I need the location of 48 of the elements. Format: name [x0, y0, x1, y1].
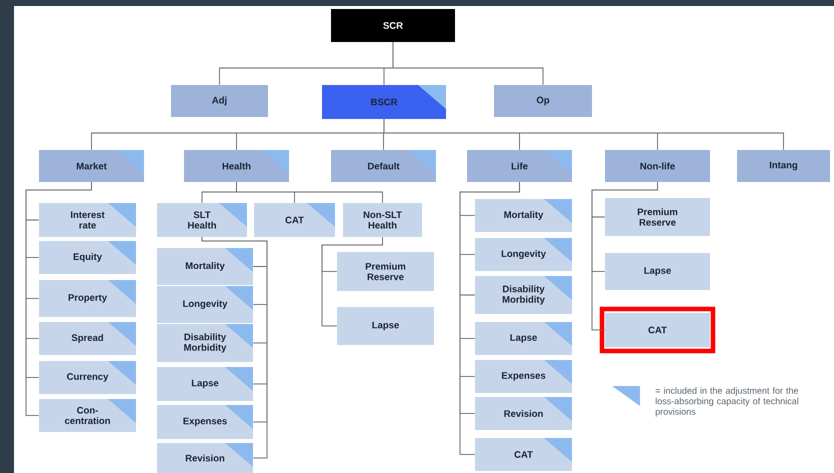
module-box: CAT [254, 202, 335, 237]
module-box: Premium Reserve [605, 198, 710, 236]
module-box: CAT [605, 312, 710, 347]
module-box: Health [184, 150, 289, 182]
module-box: Non-SLT Health [343, 202, 422, 237]
module-box: Mortality [157, 248, 253, 285]
legend-text: = included in the adjustment for the loss-absorbing capacity of technical provisions [656, 387, 798, 417]
node-label: Disability Morbidity [184, 333, 226, 353]
module-box: Lapse [157, 366, 253, 401]
module-box: Disability Morbidity [475, 276, 572, 314]
module-box: Adj [171, 85, 268, 117]
module-box: Revision [475, 396, 572, 430]
module-box: Expenses [475, 360, 572, 393]
module-box: CAT [475, 438, 572, 471]
connector-line [392, 42, 544, 86]
connector-line [592, 182, 658, 330]
module-box: Lapse [337, 306, 434, 345]
module-box: Mortality [475, 199, 572, 232]
module-box: Expenses [157, 404, 253, 439]
module-box: Default [331, 150, 436, 182]
module-box: Intang [737, 150, 830, 182]
module-box: Currency [39, 360, 136, 394]
module-box: Non-life [605, 150, 710, 182]
module-box: Life [467, 150, 572, 182]
module-box: Lapse [605, 253, 710, 290]
module-box: Property [39, 280, 136, 317]
module-box: Longevity [157, 286, 253, 323]
module-box: Equity [39, 241, 136, 274]
module-box: Lapse [475, 322, 572, 355]
connector-line [26, 182, 92, 416]
connector-line [384, 118, 784, 150]
module-box: Op [494, 85, 592, 117]
module-box: Spread [39, 322, 136, 355]
module-box: Interest rate [39, 202, 136, 237]
module-box: SCR [331, 9, 455, 42]
module-box: Premium Reserve [337, 252, 434, 291]
connector-line [202, 236, 268, 458]
module-box: BSCR [322, 85, 446, 119]
connector-line [322, 236, 383, 326]
module-box: Market [39, 150, 144, 182]
module-box: Disability Morbidity [157, 324, 253, 362]
node-label: Mortality [186, 262, 225, 271]
module-box: Con-centration [39, 398, 136, 432]
node-label: Longevity [183, 300, 228, 309]
module-box: SLT Health [157, 202, 247, 237]
module-box: Longevity [475, 238, 572, 271]
module-box: Revision [157, 442, 253, 473]
connector-line [236, 182, 383, 204]
